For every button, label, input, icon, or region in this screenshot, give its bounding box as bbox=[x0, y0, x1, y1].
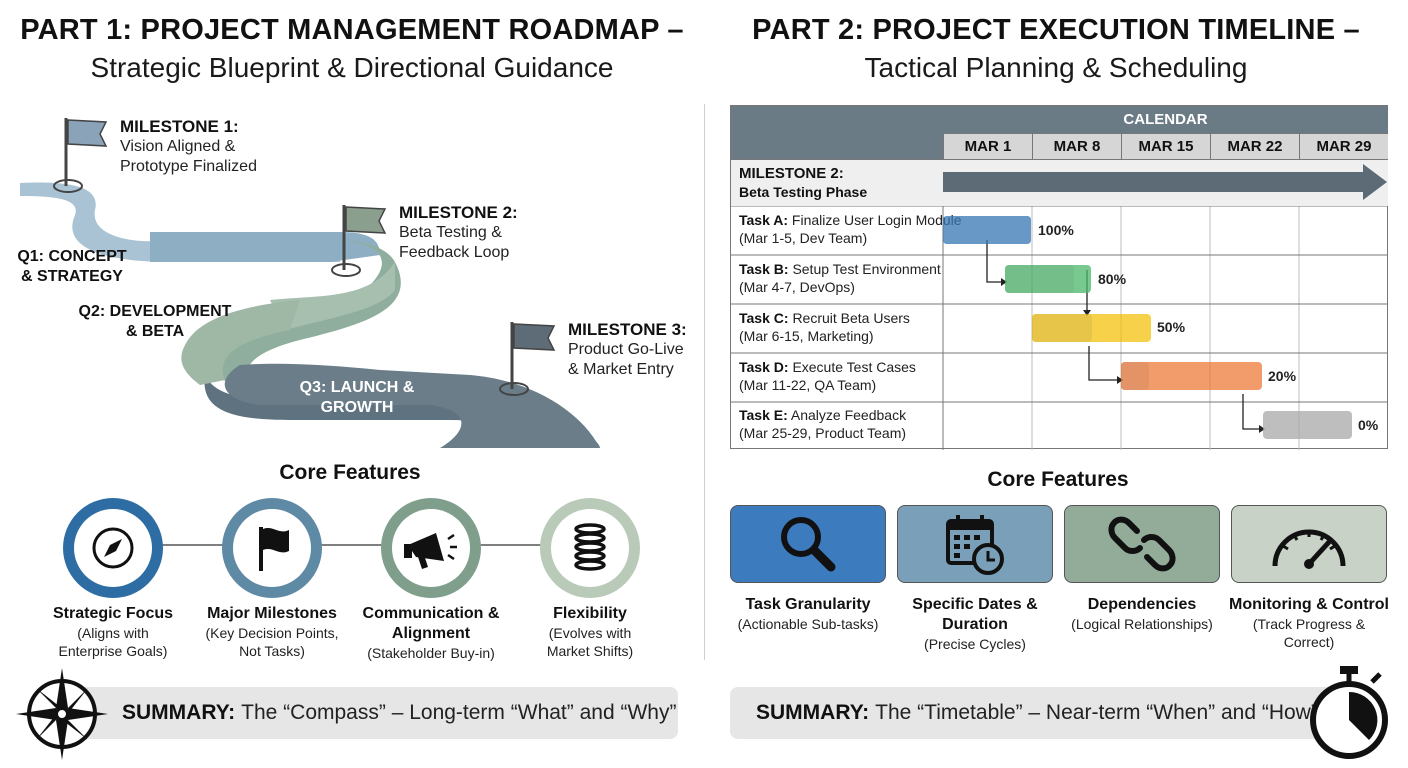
feature-task-granularity bbox=[730, 505, 886, 583]
task-e-pct: 0% bbox=[1358, 417, 1379, 433]
task-a-label: Task A: Finalize User Login Module(Mar 1… bbox=[739, 212, 962, 246]
chain-link-icon bbox=[1108, 516, 1176, 572]
stopwatch-icon bbox=[1310, 666, 1388, 759]
left-summary-text: The “Compass” – Long-term “What” and “Wh… bbox=[241, 701, 677, 724]
gantt-chart: CALENDAR MAR 1 MAR 8 MAR 15 MAR 22 MAR 2… bbox=[730, 105, 1388, 450]
task-progress-fill bbox=[943, 216, 1031, 244]
feature-communication-caption: Communication & Alignment (Stakeholder B… bbox=[362, 605, 500, 661]
milestone-2-flag bbox=[331, 205, 387, 277]
task-c-label: Task C: Recruit Beta Users(Mar 6-15, Mar… bbox=[739, 310, 910, 344]
task-progress-fill bbox=[1121, 362, 1150, 390]
feature-dependencies bbox=[1064, 505, 1220, 583]
task-b-label: Task B: Setup Test Environment(Mar 4-7, … bbox=[739, 261, 941, 295]
task-a-bar bbox=[943, 216, 1031, 244]
feature-dependencies-caption: Dependencies (Logical Relationships) bbox=[1071, 596, 1213, 632]
milestone-1-label: MILESTONE 1: Vision Aligned & Prototype … bbox=[120, 117, 257, 175]
right-title: PART 2: PROJECT EXECUTION TIMELINE – bbox=[752, 14, 1360, 46]
right-summary-text: The “Timetable” – Near-term “When” and “… bbox=[875, 701, 1318, 724]
milestone-2-label: MILESTONE 2: Beta Testing & Feedback Loo… bbox=[399, 203, 518, 261]
milestone-row-label: MILESTONE 2: Beta Testing Phase bbox=[739, 165, 868, 200]
task-d-bar bbox=[1121, 362, 1262, 390]
feature-monitoring-caption: Monitoring & Control (Track Progress &Co… bbox=[1229, 596, 1389, 650]
milestone-phase-arrow bbox=[943, 164, 1387, 200]
task-c-bar bbox=[1032, 314, 1151, 342]
left-features-connector bbox=[110, 544, 590, 546]
feature-communication bbox=[378, 495, 484, 601]
calendar-clock-icon bbox=[946, 515, 1004, 575]
task-b-pct: 80% bbox=[1098, 271, 1127, 287]
task-a-pct: 100% bbox=[1038, 222, 1074, 238]
left-title: PART 1: PROJECT MANAGEMENT ROADMAP – bbox=[20, 14, 684, 46]
task-e-label: Task E: Analyze Feedback(Mar 25-29, Prod… bbox=[739, 407, 907, 441]
right-summary-label: SUMMARY: bbox=[756, 701, 870, 724]
task-d-label: Task D: Execute Test Cases(Mar 11-22, QA… bbox=[739, 359, 916, 393]
gantt-header-corner bbox=[731, 106, 943, 159]
right-features-title: Core Features bbox=[987, 468, 1129, 491]
road-segment-q1b bbox=[150, 232, 380, 262]
feature-specific-dates-caption: Specific Dates & Duration (Precise Cycle… bbox=[912, 596, 1038, 652]
megaphone-icon bbox=[381, 498, 481, 598]
compass-icon bbox=[63, 498, 163, 598]
task-progress-fill bbox=[1032, 314, 1092, 342]
compass-rose-icon bbox=[16, 668, 108, 760]
feature-flexibility bbox=[537, 495, 643, 601]
phase-q2-label: Q2: DEVELOPMENT& BETA bbox=[78, 303, 232, 340]
spring-icon bbox=[540, 498, 640, 598]
date-header-mar15: MAR 15 bbox=[1121, 133, 1210, 159]
feature-major-milestones bbox=[219, 495, 325, 601]
left-summary-label: SUMMARY: bbox=[122, 701, 236, 724]
left-features-title: Core Features bbox=[279, 461, 421, 484]
milestone-1-flag bbox=[53, 118, 108, 193]
road-segment-q2c bbox=[181, 300, 300, 385]
feature-task-granularity-caption: Task Granularity (Actionable Sub-tasks) bbox=[737, 596, 879, 632]
left-subtitle: Strategic Blueprint & Directional Guidan… bbox=[90, 52, 614, 83]
center-divider bbox=[704, 104, 705, 660]
right-summary-bar: SUMMARY: The “Timetable” – Near-term “Wh… bbox=[730, 687, 1334, 739]
feature-specific-dates bbox=[897, 505, 1053, 583]
date-header-mar22: MAR 22 bbox=[1210, 133, 1299, 159]
gantt-grid bbox=[731, 206, 1388, 450]
left-summary-bar: SUMMARY: The “Compass” – Long-term “What… bbox=[60, 687, 678, 739]
milestone-3-flag bbox=[499, 322, 556, 396]
road-segment-q2b bbox=[270, 262, 395, 330]
phase-q1-label: Q1: CONCEPT& STRATEGY bbox=[17, 248, 127, 285]
flag-icon bbox=[222, 498, 322, 598]
task-d-pct: 20% bbox=[1268, 368, 1297, 384]
date-header-mar29: MAR 29 bbox=[1299, 133, 1388, 159]
magnifier-icon bbox=[781, 517, 836, 572]
feature-strategic-focus bbox=[60, 495, 166, 601]
task-progress-fill bbox=[1005, 265, 1074, 293]
task-e-bar bbox=[1263, 411, 1352, 439]
gauge-icon bbox=[1272, 529, 1346, 569]
milestone-3-label: MILESTONE 3: Product Go-Live & Market En… bbox=[568, 320, 687, 378]
feature-monitoring bbox=[1231, 505, 1387, 583]
road-segment-q3 bbox=[204, 375, 600, 448]
task-c-pct: 50% bbox=[1157, 319, 1186, 335]
date-header-mar8: MAR 8 bbox=[1032, 133, 1121, 159]
task-b-bar bbox=[1005, 265, 1091, 293]
date-header-mar1: MAR 1 bbox=[943, 133, 1032, 159]
calendar-header: CALENDAR bbox=[943, 106, 1388, 133]
roadmap-road bbox=[20, 118, 601, 448]
phase-q3-label: Q3: LAUNCH & GROWTH bbox=[299, 379, 415, 416]
feature-major-milestones-caption: Major Milestones (Key Decision Points,No… bbox=[205, 605, 339, 659]
right-subtitle: Tactical Planning & Scheduling bbox=[864, 52, 1248, 83]
